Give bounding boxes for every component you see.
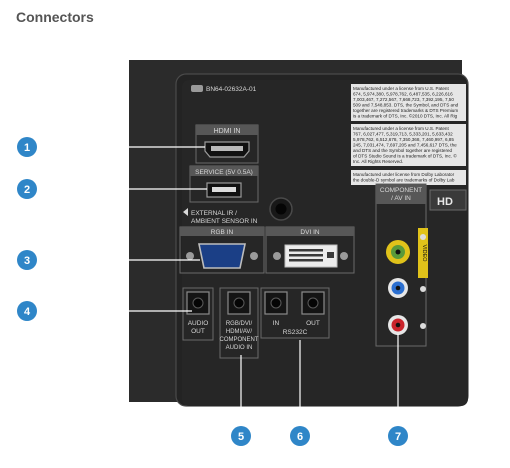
svg-text:Inc. All Rights Reserved.: Inc. All Rights Reserved. [353,159,403,164]
svg-text:AUDIO IN: AUDIO IN [226,345,253,351]
dvi-in-label: DVI IN [300,229,319,236]
rgb-in-port[interactable]: RGB IN [179,226,265,274]
model-code-text: BN64-02632A-01 [206,86,257,93]
svg-text:is a trademark of DTS, Inc. ©2: is a trademark of DTS, Inc. ©2010 DTS, I… [353,113,458,119]
audio-out-port[interactable]: AUDIO OUT [182,287,214,341]
svg-text:Manufactured under a license f: Manufactured under a license from U.S. P… [353,86,449,91]
audio-in-port[interactable]: RGB/DVI/ HDMI/AV/ COMPONENT AUDIO IN [219,287,259,359]
rs232c-out-label: OUT [306,320,320,327]
component-label: COMPONENT [380,187,422,194]
svg-text:EXTERNAL IR /: EXTERNAL IR / [191,210,237,217]
callout-badge-5: 5 [231,426,251,446]
svg-text:767, 6,027,477, 5,319,713, 5,3: 767, 6,027,477, 5,319,713, 5,333,201, 5,… [353,132,453,137]
license-block-3: Manufactured under license from Dolby La… [351,170,466,185]
svg-text:1: 1 [24,142,30,154]
svg-text:245, 7,031,474, 7,697,205 and: 245, 7,031,474, 7,697,205 and 7,456,617 … [353,143,457,148]
svg-text:and DTS and the Symbol togethe: and DTS and the Symbol together are regi… [353,148,453,153]
svg-text:COMPONENT: COMPONENT [220,337,259,343]
callout-badge-6: 6 [290,426,310,446]
callout-badge-2: 2 [17,179,37,199]
svg-text:together are registered tradem: together are registered trademarks & DTS… [353,108,458,113]
svg-text:7,003,467, 7,272,567, 7,668,72: 7,003,467, 7,272,567, 7,668,723, 7,392,1… [353,97,454,102]
callout-badge-1: 1 [17,137,37,157]
callout-badge-4: 4 [17,301,37,321]
dvi-in-port[interactable]: DVI IN [265,226,355,274]
svg-text:2: 2 [24,184,30,196]
hdmi-in-port[interactable]: HDMI IN [195,124,259,164]
audio-in-label: RGB/DVI/ [226,321,253,327]
component-side-strip: VIDEO [418,228,428,329]
hd-logo: HD [429,189,467,211]
svg-text:OUT: OUT [191,328,205,335]
svg-text:Manufactured under a license f: Manufactured under a license from U.S. P… [353,126,449,131]
svg-text:5,978,762, 6,512,678, 7,350,36: 5,978,762, 6,512,678, 7,350,368, 7,460,9… [353,137,454,142]
service-label: SERVICE (5V 0.5A) [195,169,253,176]
svg-text:509 and 7,548,853. DTS, the Sy: 509 and 7,548,853. DTS, the Symbol, and … [353,103,459,108]
external-ir-port[interactable] [269,197,293,221]
license-block-2: Manufactured under a license from U.S. P… [351,124,466,166]
svg-text:5: 5 [238,431,244,443]
rs232c-port[interactable]: IN OUT RS232C [260,287,330,339]
audio-out-label: AUDIO [188,320,209,327]
svg-text:6: 6 [297,431,303,443]
rs232c-in-label: IN [273,320,280,327]
external-ir-label: EXTERNAL IR / AMBIENT SENSOR IN [183,208,258,225]
service-usb-port[interactable]: SERVICE (5V 0.5A) [189,165,259,203]
svg-text:the double-D symbol are tradem: the double-D symbol are trademarks of Do… [353,178,455,183]
video-tag: VIDEO [421,244,427,262]
model-code-label: BN64-02632A-01 [191,85,257,93]
svg-text:674, 5,974,380, 5,978,762, 6,4: 674, 5,974,380, 5,978,762, 6,487,535, 6,… [353,92,453,97]
callout-badge-7: 7 [388,426,408,446]
svg-text:3: 3 [24,255,30,267]
svg-text:AMBIENT SENSOR IN: AMBIENT SENSOR IN [191,218,258,225]
svg-text:Manufactured under license fro: Manufactured under license from Dolby La… [353,172,455,177]
svg-text:4: 4 [24,306,31,318]
svg-text:HD: HD [437,196,453,208]
license-block-1: Manufactured under a license from U.S. P… [351,84,466,121]
svg-text:/ AV IN: / AV IN [391,195,411,202]
page-title: Connectors [16,9,94,25]
callout-badge-3: 3 [17,250,37,270]
svg-text:7: 7 [395,431,401,443]
svg-text:of DTS Studio Sound is a trade: of DTS Studio Sound is a trademark of DT… [353,153,457,159]
rs232c-label: RS232C [283,329,308,336]
hdmi-in-label: HDMI IN [214,128,241,135]
svg-text:HDMI/AV/: HDMI/AV/ [226,329,253,335]
rgb-in-label: RGB IN [211,229,234,236]
